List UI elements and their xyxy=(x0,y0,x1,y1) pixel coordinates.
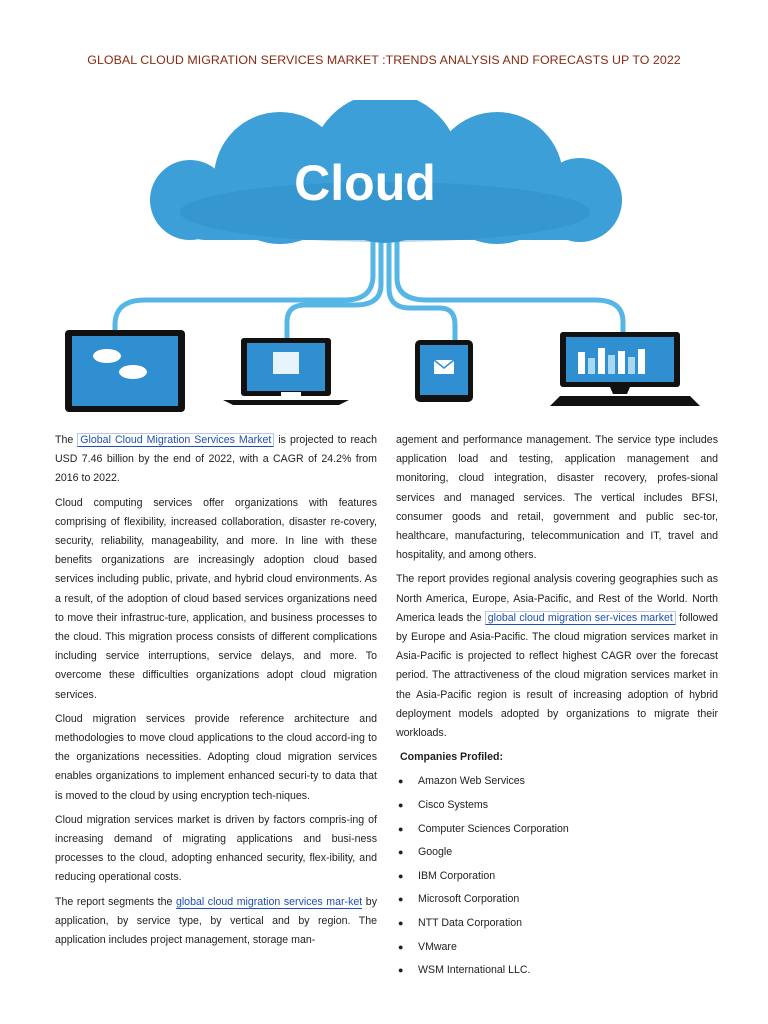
paragraph-services: Cloud migration services provide referen… xyxy=(55,712,377,802)
laptop-device xyxy=(223,338,349,405)
bullet-icon: ● xyxy=(398,918,404,929)
list-item: ●Microsoft Corporation xyxy=(396,888,718,912)
intro-paragraph: The Global Cloud Migration Services Mark… xyxy=(55,433,377,485)
segments-link[interactable]: global cloud migration services mar-ket xyxy=(175,895,363,909)
cloud-devices-illustration: Cloud xyxy=(65,100,700,412)
chat-bubble-icon xyxy=(93,349,121,363)
left-column: The Global Cloud Migration Services Mark… xyxy=(55,431,377,955)
right-column: agement and performance management. The … xyxy=(396,431,718,983)
bullet-icon: ● xyxy=(398,847,404,858)
keyboard xyxy=(550,396,700,406)
cloud-label: Cloud xyxy=(294,155,436,211)
paragraph-regions: The report provides regional analysis co… xyxy=(396,573,718,740)
list-item: ●Computer Sciences Corporation xyxy=(396,818,718,842)
list-item: ●Cisco Systems xyxy=(396,794,718,818)
bar-graph-icon xyxy=(578,348,645,374)
bullet-icon: ● xyxy=(398,941,404,952)
bullet-icon: ● xyxy=(398,870,404,881)
cloud-shape: Cloud xyxy=(150,100,622,244)
bullet-icon: ● xyxy=(398,894,404,905)
sync-icon xyxy=(273,352,299,374)
companies-heading: Companies Profiled: xyxy=(400,751,504,764)
tablet-device xyxy=(65,330,185,412)
list-item: ●Amazon Web Services xyxy=(396,770,718,794)
bullet-icon: ● xyxy=(398,800,404,811)
paragraph-benefits: Cloud computing services offer organizat… xyxy=(55,496,377,701)
regional-market-link[interactable]: global cloud migration ser-vices market xyxy=(484,610,676,625)
monitor-device xyxy=(550,332,700,406)
bullet-icon: ● xyxy=(398,965,404,976)
market-link[interactable]: Global Cloud Migration Services Market xyxy=(77,433,275,447)
list-item: ●NTT Data Corporation xyxy=(396,912,718,936)
paragraph-drivers: Cloud migration services market is drive… xyxy=(55,813,377,884)
companies-list: ●Amazon Web Services ●Cisco Systems ●Com… xyxy=(396,770,718,982)
bullet-icon: ● xyxy=(398,776,404,787)
list-item: ●WSM International LLC. xyxy=(396,959,718,983)
list-item: ●VMware xyxy=(396,936,718,960)
connector-lines xyxy=(112,232,626,345)
paragraph-verticals: agement and performance management. The … xyxy=(396,434,718,562)
list-item: ●Google xyxy=(396,841,718,865)
phone-device xyxy=(415,340,473,402)
document-title: GLOBAL CLOUD MIGRATION SERVICES MARKET :… xyxy=(87,53,681,67)
chat-bubble-icon xyxy=(119,365,147,379)
bullet-icon: ● xyxy=(398,823,404,834)
paragraph-segments: The report segments the global cloud mig… xyxy=(55,895,377,947)
list-item: ●IBM Corporation xyxy=(396,865,718,889)
